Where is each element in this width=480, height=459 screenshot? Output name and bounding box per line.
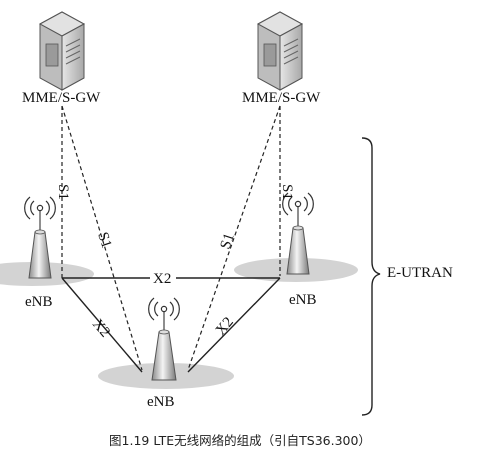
e-utran-label: E-UTRAN: [387, 265, 453, 281]
s1-left-dashed-link: [61, 105, 143, 371]
mme-right-label: MME/S-GW: [242, 90, 321, 106]
enb-left-tower-icon: [24, 196, 56, 279]
enb-bottom-tower-icon: [148, 297, 180, 381]
enb-left-label: eNB: [25, 294, 53, 310]
s1-right-dashed-label: S1: [218, 231, 238, 251]
s1-left-dashed-label: S1: [94, 230, 114, 250]
e-utran-brace: [361, 137, 381, 416]
x2-top-label: X2: [153, 271, 171, 287]
x2-left-link: [61, 277, 143, 373]
x2-right-link: [187, 277, 281, 373]
mme-left-label: MME/S-GW: [22, 90, 101, 106]
enb-bottom-label: eNB: [147, 394, 175, 410]
enb-right-label: eNB: [289, 292, 317, 308]
mme-left-server-icon: [38, 11, 86, 91]
figure-caption: 图1.19 LTE无线网络的组成（引自TS36.300）: [109, 433, 371, 448]
x2-left-label: X2: [89, 316, 113, 340]
s1-right-dashed-link: [187, 105, 281, 371]
s1-left-solid-label: S1: [55, 184, 71, 200]
s1-right-solid-label: S1: [279, 184, 295, 200]
mme-right-server-icon: [256, 11, 304, 91]
x2-right-label: X2: [213, 314, 237, 338]
enb-right-tower-icon: [282, 192, 314, 275]
